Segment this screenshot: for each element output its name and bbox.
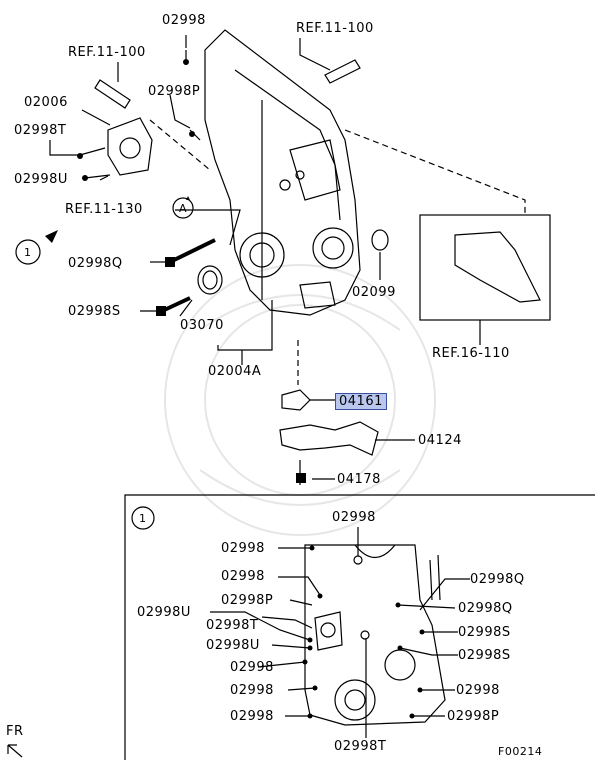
sealant-right [324, 59, 361, 84]
seal-03070 [197, 265, 223, 295]
detail-leaders [210, 527, 470, 738]
label-ref-11-100-right[interactable]: REF.11-100 [296, 21, 374, 36]
label-02006[interactable]: 02006 [24, 95, 68, 110]
detail-label-right-4[interactable]: 02998S [458, 648, 511, 663]
fr-arrow [7, 744, 23, 758]
detail-label-right-3[interactable]: 02998S [458, 625, 511, 640]
label-03070[interactable]: 03070 [180, 318, 224, 333]
callout-a: A [179, 202, 188, 215]
label-04161-highlighted[interactable]: 04161 [335, 393, 387, 410]
label-02998U[interactable]: 02998U [14, 172, 68, 187]
fr-label: FR [6, 724, 24, 739]
label-02998Q[interactable]: 02998Q [68, 256, 123, 271]
detail-label-left-8[interactable]: 02998 [230, 709, 274, 724]
detail-label-right-5[interactable]: 02998 [456, 683, 500, 698]
label-ref-16-110[interactable]: REF.16-110 [432, 346, 510, 361]
detail-label-top[interactable]: 02998 [332, 510, 376, 525]
oring-02099 [371, 229, 389, 251]
ref-16-110-box [419, 214, 551, 321]
label-02998T[interactable]: 02998T [14, 123, 67, 138]
callout-1: 1 [24, 246, 32, 259]
detail-label-left-1[interactable]: 02998 [221, 541, 265, 556]
label-02099[interactable]: 02099 [352, 285, 396, 300]
label-04124[interactable]: 04124 [418, 433, 462, 448]
label-02998P[interactable]: 02998P [148, 84, 201, 99]
detail-label-right-6[interactable]: 02998P [447, 709, 500, 724]
detail-label-left-3[interactable]: 02998P [221, 593, 274, 608]
label-ref-11-130[interactable]: REF.11-130 [65, 202, 143, 217]
detail-label-outer-u[interactable]: 02998U [137, 605, 191, 620]
sealant-left [94, 79, 131, 109]
detail-label-left-5[interactable]: 02998U [206, 638, 260, 653]
timing-cover-drawing [204, 29, 361, 316]
callout-1-circle [15, 239, 41, 265]
callout-a-circle [172, 197, 194, 219]
detail-label-left-4[interactable]: 02998T [206, 618, 259, 633]
gasket-04161 [281, 389, 311, 411]
detail-cover-drawing [304, 544, 446, 726]
detail-label-left-2[interactable]: 02998 [221, 569, 265, 584]
label-02004A[interactable]: 02004A [208, 364, 262, 379]
detail-frame [124, 494, 595, 760]
detail-label-left-7[interactable]: 02998 [230, 683, 274, 698]
label-02998-top[interactable]: 02998 [162, 13, 206, 28]
detail-label-bottom[interactable]: 02998T [334, 739, 387, 754]
detail-callout-1: 1 [139, 512, 147, 525]
strainer-04124 [279, 421, 379, 456]
gasket-02006 [107, 117, 153, 176]
detail-label-right-2[interactable]: 02998Q [458, 601, 513, 616]
label-02998S[interactable]: 02998S [68, 304, 121, 319]
label-ref-11-100-left[interactable]: REF.11-100 [68, 45, 146, 60]
label-04178[interactable]: 04178 [337, 472, 381, 487]
detail-label-right-1[interactable]: 02998Q [470, 572, 525, 587]
figure-code: F00214 [498, 745, 543, 758]
detail-label-left-6[interactable]: 02998 [230, 660, 274, 675]
